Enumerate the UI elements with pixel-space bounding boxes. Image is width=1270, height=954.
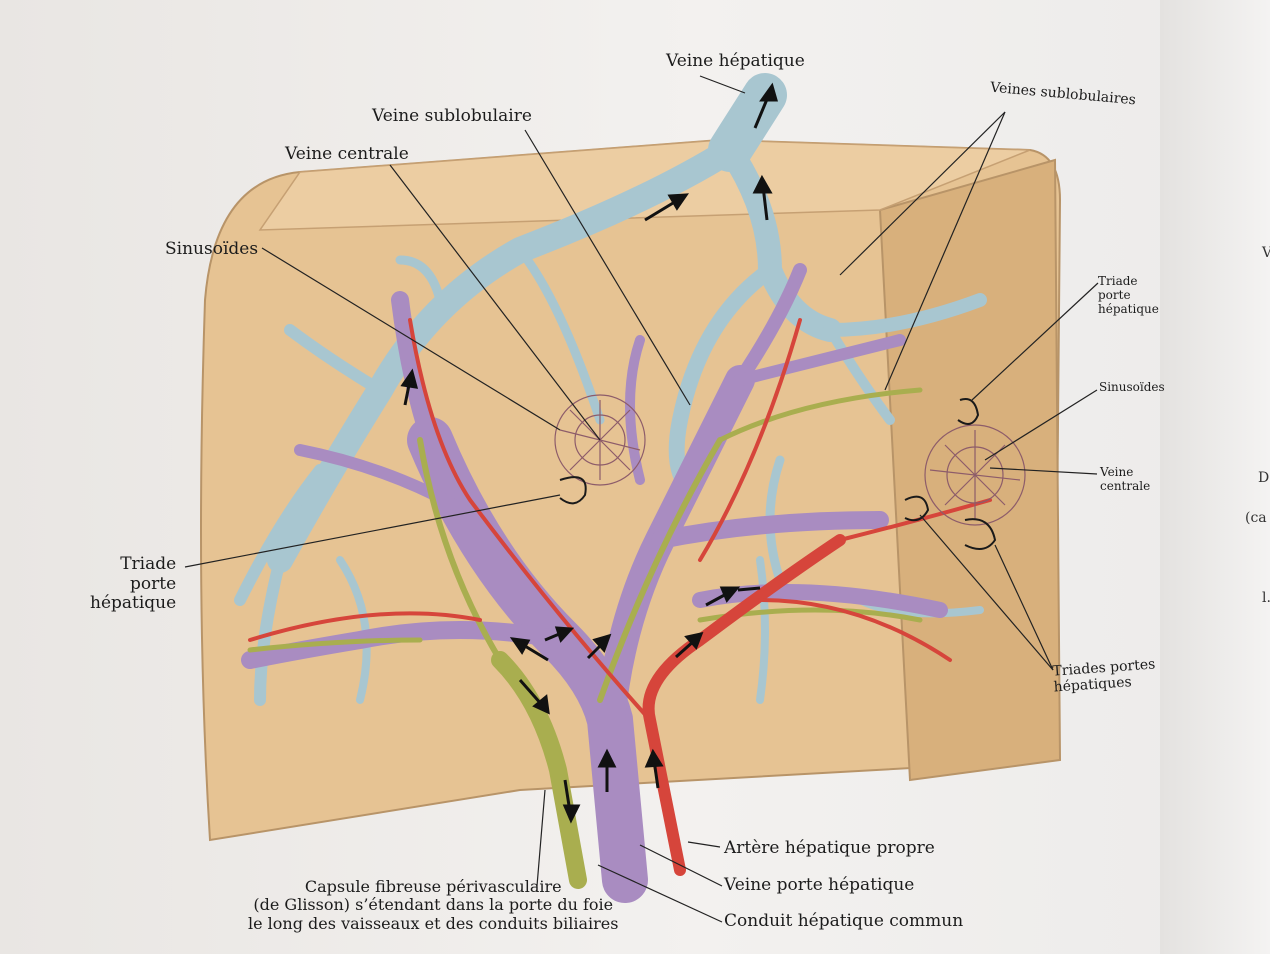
edge-text-1: V — [1262, 245, 1270, 261]
label-triade-porte-left: Triade porte hépatique — [90, 555, 176, 614]
label-veine-centrale: Veine centrale — [285, 145, 409, 165]
label-capsule-glisson: Capsule fibreuse périvasculaire (de Glis… — [248, 878, 618, 933]
edge-text-4: l. — [1262, 590, 1270, 606]
label-veine-porte: Veine porte hépatique — [724, 876, 914, 896]
label-veine-centrale-right: Veine centrale — [1100, 466, 1150, 494]
label-sinusoides: Sinusoïdes — [165, 240, 258, 260]
edge-text-2: D — [1258, 470, 1269, 486]
label-veine-sublobulaire: Veine sublobulaire — [372, 107, 532, 127]
label-sinusoides-right: Sinusoïdes — [1099, 381, 1165, 395]
label-conduit-hepatique: Conduit hépatique commun — [724, 912, 963, 932]
edge-text-3: (ca — [1245, 510, 1267, 526]
label-veine-hepatique: Veine hépatique — [666, 52, 805, 72]
label-triade-porte-right: Triade porte hépatique — [1098, 275, 1159, 316]
label-artere-hepatique: Artère hépatique propre — [724, 839, 935, 859]
